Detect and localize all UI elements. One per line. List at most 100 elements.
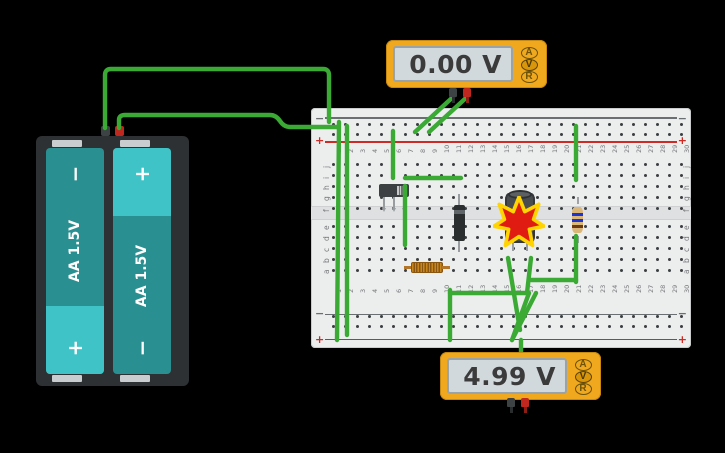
hole-i-14[interactable] (487, 174, 491, 178)
hole-f-11[interactable] (451, 207, 455, 211)
rail-hole-top-negative[interactable] (547, 123, 551, 127)
hole-j-1[interactable] (331, 163, 335, 167)
hole-b-25[interactable] (619, 258, 623, 262)
hole-h-21[interactable] (571, 185, 575, 189)
hole-b-12[interactable] (463, 258, 467, 262)
rail-hole-bottom-negative[interactable] (463, 315, 467, 319)
hole-e-13[interactable] (475, 225, 479, 229)
rail-hole-bottom-positive[interactable] (547, 325, 551, 329)
hole-b-19[interactable] (547, 258, 551, 262)
hole-j-17[interactable] (523, 163, 527, 167)
rail-hole-bottom-negative[interactable] (679, 315, 683, 319)
hole-a-25[interactable] (619, 269, 623, 273)
hole-c-18[interactable] (535, 247, 539, 251)
rail-hole-bottom-positive[interactable] (655, 325, 659, 329)
hole-a-24[interactable] (607, 269, 611, 273)
hole-j-11[interactable] (451, 163, 455, 167)
hole-d-20[interactable] (559, 236, 563, 240)
multimeter-top-mode-buttons[interactable]: A V R (518, 46, 540, 83)
rail-hole-top-positive[interactable] (571, 133, 575, 137)
hole-j-8[interactable] (415, 163, 419, 167)
hole-c-9[interactable] (427, 247, 431, 251)
rail-hole-bottom-positive[interactable] (355, 325, 359, 329)
volts-mode-button[interactable]: V (520, 59, 538, 71)
hole-h-18[interactable] (535, 185, 539, 189)
hole-g-30[interactable] (679, 196, 683, 200)
hole-f-28[interactable] (655, 207, 659, 211)
hole-b-30[interactable] (679, 258, 683, 262)
rail-hole-bottom-positive[interactable] (487, 325, 491, 329)
hole-j-21[interactable] (571, 163, 575, 167)
hole-f-20[interactable] (559, 207, 563, 211)
rail-hole-top-negative[interactable] (451, 123, 455, 127)
hole-i-3[interactable] (355, 174, 359, 178)
hole-e-3[interactable] (355, 225, 359, 229)
hole-j-28[interactable] (655, 163, 659, 167)
rail-hole-bottom-negative[interactable] (655, 315, 659, 319)
hole-j-23[interactable] (595, 163, 599, 167)
hole-h-19[interactable] (547, 185, 551, 189)
hole-g-15[interactable] (499, 196, 503, 200)
hole-h-10[interactable] (439, 185, 443, 189)
rail-hole-bottom-negative[interactable] (559, 315, 563, 319)
rail-hole-bottom-positive[interactable] (643, 325, 647, 329)
hole-g-29[interactable] (667, 196, 671, 200)
hole-c-14[interactable] (487, 247, 491, 251)
rail-hole-top-positive[interactable] (547, 133, 551, 137)
rail-hole-top-negative[interactable] (355, 123, 359, 127)
rail-hole-bottom-negative[interactable] (367, 315, 371, 319)
hole-g-14[interactable] (487, 196, 491, 200)
hole-a-13[interactable] (475, 269, 479, 273)
hole-h-24[interactable] (607, 185, 611, 189)
rail-hole-bottom-negative[interactable] (331, 315, 335, 319)
hole-i-19[interactable] (547, 174, 551, 178)
hole-j-30[interactable] (679, 163, 683, 167)
rail-hole-top-negative[interactable] (415, 123, 419, 127)
hole-j-9[interactable] (427, 163, 431, 167)
hole-h-11[interactable] (451, 185, 455, 189)
hole-j-19[interactable] (547, 163, 551, 167)
rail-hole-top-positive[interactable] (499, 133, 503, 137)
rail-hole-bottom-negative[interactable] (391, 315, 395, 319)
hole-d-6[interactable] (391, 236, 395, 240)
hole-c-27[interactable] (643, 247, 647, 251)
multimeter-bottom-mode-buttons[interactable]: A V R (572, 358, 594, 395)
rail-hole-top-negative[interactable] (463, 123, 467, 127)
hole-b-1[interactable] (331, 258, 335, 262)
hole-a-12[interactable] (463, 269, 467, 273)
hole-b-23[interactable] (595, 258, 599, 262)
rail-hole-top-positive[interactable] (559, 133, 563, 137)
hole-a-26[interactable] (631, 269, 635, 273)
hole-a-23[interactable] (595, 269, 599, 273)
rail-hole-top-positive[interactable] (511, 133, 515, 137)
rail-hole-top-positive[interactable] (487, 133, 491, 137)
hole-j-10[interactable] (439, 163, 443, 167)
hole-a-30[interactable] (679, 269, 683, 273)
rail-hole-bottom-positive[interactable] (523, 325, 527, 329)
hole-e-30[interactable] (679, 225, 683, 229)
rail-hole-bottom-positive[interactable] (403, 325, 407, 329)
rail-hole-bottom-positive[interactable] (463, 325, 467, 329)
hole-g-18[interactable] (535, 196, 539, 200)
rail-hole-top-positive[interactable] (631, 133, 635, 137)
hole-f-14[interactable] (487, 207, 491, 211)
hole-a-21[interactable] (571, 269, 575, 273)
rail-hole-bottom-negative[interactable] (355, 315, 359, 319)
hole-a-29[interactable] (667, 269, 671, 273)
multimeter-bottom-probe-negative[interactable] (507, 398, 515, 413)
hole-i-10[interactable] (439, 174, 443, 178)
rail-hole-bottom-negative[interactable] (499, 315, 503, 319)
rail-hole-bottom-negative[interactable] (427, 315, 431, 319)
hole-d-23[interactable] (595, 236, 599, 240)
hole-b-24[interactable] (607, 258, 611, 262)
battery-lead-positive[interactable] (115, 126, 124, 136)
rail-hole-bottom-negative[interactable] (451, 315, 455, 319)
hole-g-13[interactable] (475, 196, 479, 200)
hole-g-26[interactable] (631, 196, 635, 200)
hole-e-25[interactable] (619, 225, 623, 229)
hole-i-16[interactable] (511, 174, 515, 178)
hole-e-12[interactable] (463, 225, 467, 229)
rail-hole-bottom-positive[interactable] (595, 325, 599, 329)
hole-i-8[interactable] (415, 174, 419, 178)
hole-b-28[interactable] (655, 258, 659, 262)
